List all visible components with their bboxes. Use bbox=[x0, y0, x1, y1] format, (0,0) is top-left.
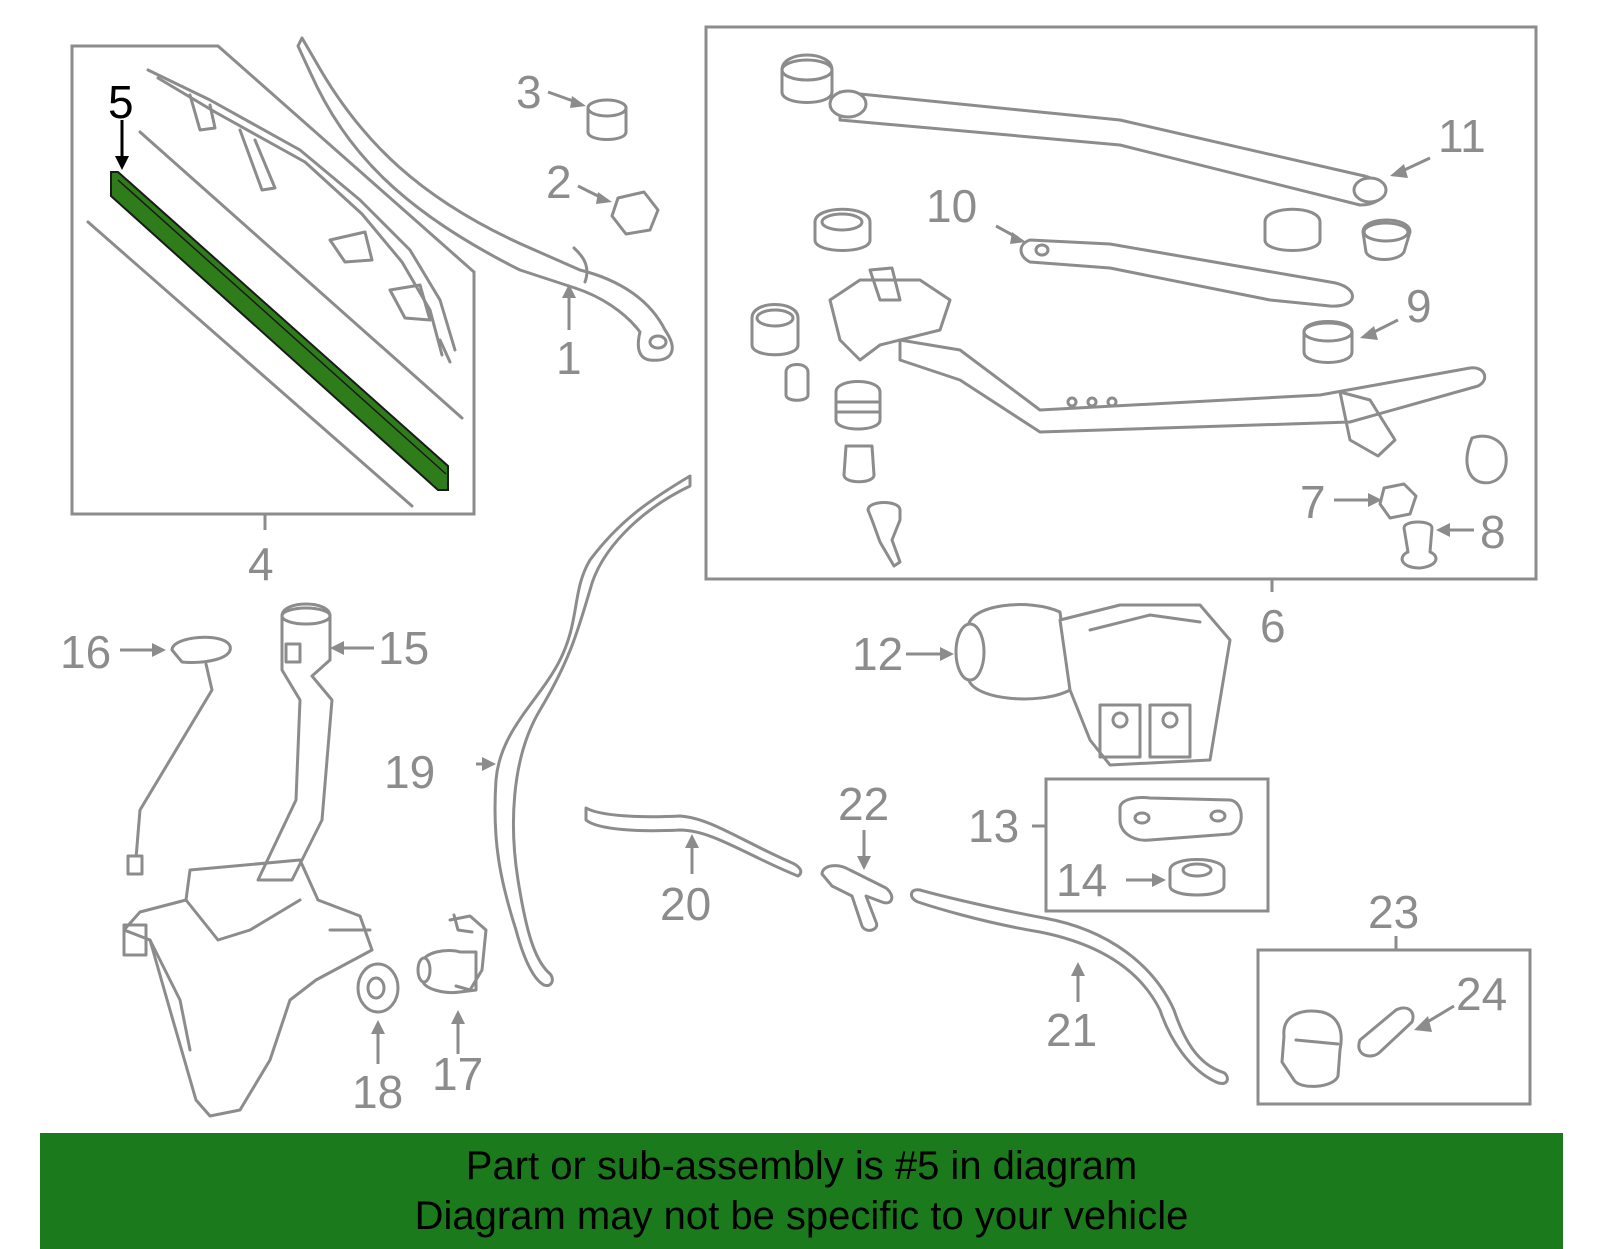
hose-t-connector bbox=[820, 864, 894, 932]
callout-5: 5 bbox=[108, 76, 134, 128]
wiper-blade-frame bbox=[146, 68, 457, 364]
filler-neck bbox=[256, 602, 334, 882]
motor-bracket bbox=[1118, 796, 1243, 842]
callout-4: 4 bbox=[248, 538, 274, 590]
callout-8: 8 bbox=[1480, 506, 1506, 558]
callout-23: 23 bbox=[1368, 886, 1419, 938]
callout-15: 15 bbox=[378, 622, 429, 674]
linkage-assembly-box bbox=[704, 25, 1538, 581]
callout-21: 21 bbox=[1046, 1004, 1097, 1056]
callout-18: 18 bbox=[352, 1066, 403, 1118]
callout-16: 16 bbox=[60, 626, 111, 678]
wiper-motor bbox=[954, 603, 1232, 767]
blade-strip-upper bbox=[138, 130, 464, 420]
callout-10: 10 bbox=[926, 180, 977, 232]
callout-13: 13 bbox=[968, 800, 1019, 852]
banner-line-1: Part or sub-assembly is #5 in diagram bbox=[465, 1144, 1138, 1188]
level-sensor bbox=[126, 635, 232, 876]
callout-17: 17 bbox=[432, 1048, 483, 1100]
washer-hose-long bbox=[493, 474, 692, 988]
callout-20: 20 bbox=[660, 878, 711, 930]
banner-line-2: Diagram may not be specific to your vehi… bbox=[414, 1194, 1189, 1238]
wiper-blade-insert-highlighted[interactable] bbox=[110, 171, 449, 491]
arm-cap bbox=[586, 98, 628, 141]
washer-pump bbox=[416, 913, 488, 994]
callout-11: 11 bbox=[1438, 110, 1486, 162]
washer-nozzle-box bbox=[1256, 948, 1532, 1106]
motor-mount-box bbox=[1044, 777, 1270, 913]
callout-1: 1 bbox=[556, 332, 582, 384]
callout-14: 14 bbox=[1056, 854, 1107, 906]
callout-19: 19 bbox=[384, 746, 435, 798]
callout-24: 24 bbox=[1456, 968, 1507, 1020]
callout-6: 6 bbox=[1260, 600, 1286, 652]
nozzle-clip bbox=[1357, 1006, 1415, 1058]
callout-22: 22 bbox=[838, 778, 889, 830]
washer-nozzle bbox=[1280, 1009, 1343, 1088]
wiper-arm bbox=[296, 36, 674, 362]
washer-reservoir bbox=[122, 858, 374, 1118]
info-banner: Part or sub-assembly is #5 in diagram Di… bbox=[40, 1133, 1563, 1249]
washer-hose-21 bbox=[910, 888, 1229, 1085]
blade-assembly-box bbox=[70, 44, 476, 516]
blade-strip-lower bbox=[86, 220, 414, 508]
callout-3: 3 bbox=[516, 66, 542, 118]
callout-2: 2 bbox=[546, 156, 572, 208]
pump-grommet bbox=[356, 962, 400, 1014]
callout-7: 7 bbox=[1300, 476, 1326, 528]
callout-12: 12 bbox=[852, 628, 903, 680]
callout-9: 9 bbox=[1406, 280, 1432, 332]
wiper-linkage bbox=[750, 53, 1508, 570]
arm-nut bbox=[610, 190, 660, 236]
washer-hose-20 bbox=[584, 806, 803, 878]
